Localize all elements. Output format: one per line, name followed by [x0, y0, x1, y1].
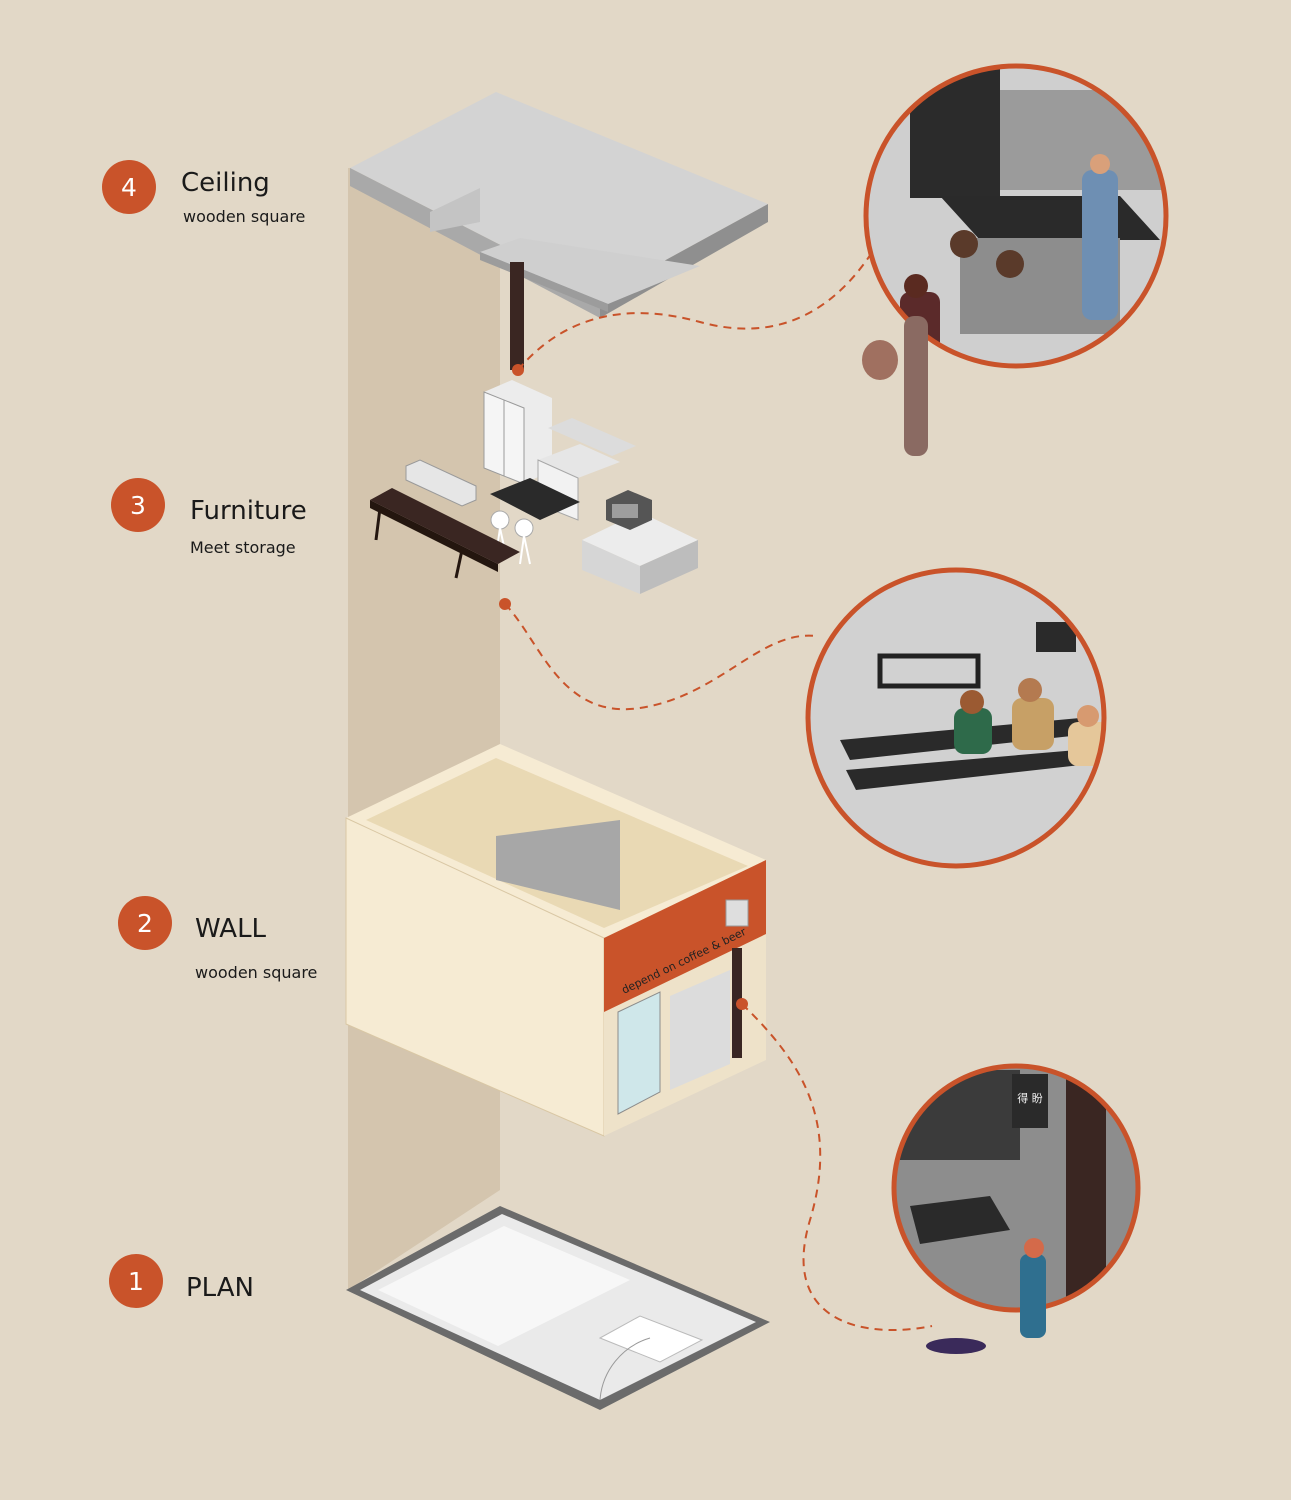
layer-title: Ceiling	[181, 168, 270, 198]
walking-person-figure	[1020, 1254, 1046, 1338]
vignette-entrance: 得 盼	[891, 1063, 1141, 1354]
walking-woman-figure	[904, 316, 928, 456]
vignette-bench-seating	[805, 567, 1107, 869]
layer-number-badge: 4	[102, 160, 156, 214]
layer-number-badge: 3	[111, 478, 165, 532]
connector-lines	[499, 235, 933, 1331]
layer-title: WALL	[195, 914, 267, 944]
layer-title: PLAN	[186, 1273, 254, 1303]
plan-layer	[346, 1206, 770, 1410]
ceiling-layer	[350, 92, 768, 370]
layer-title: Furniture	[190, 496, 307, 526]
layer-number-badge: 1	[109, 1254, 163, 1308]
wall-layer: depend on coffee & beer	[345, 744, 766, 1137]
shadow-column	[348, 168, 500, 1290]
vignette-bar-counter	[862, 63, 1169, 456]
vignette-sign-text: 得 盼	[1017, 1092, 1043, 1105]
dog-figure	[926, 1338, 986, 1354]
storefront-sign-band	[604, 860, 766, 1012]
layer-subtitle: wooden square	[183, 207, 306, 226]
layer-number-badge: 2	[118, 896, 172, 950]
furniture-layer	[370, 380, 698, 594]
layer-subtitle: wooden square	[195, 963, 318, 982]
ceiling-column	[510, 262, 524, 370]
layer-subtitle: Meet storage	[190, 538, 296, 557]
